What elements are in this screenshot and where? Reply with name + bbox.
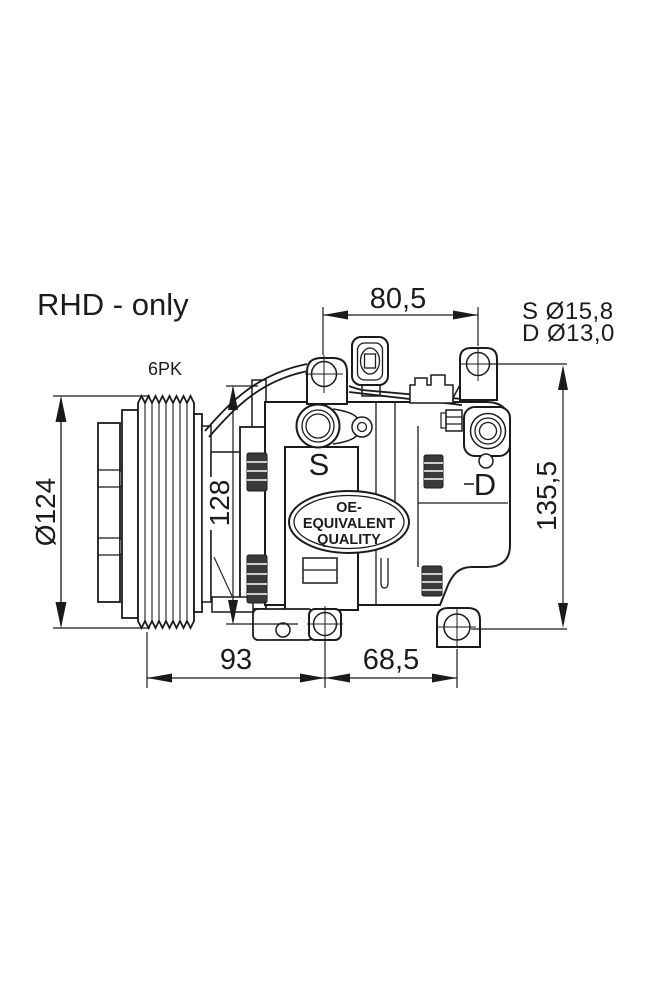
pulley-flange <box>193 413 203 613</box>
harness-right-upper <box>348 385 463 400</box>
crosshair-icon <box>461 347 495 381</box>
mounting-lug-bottom-left <box>307 606 343 642</box>
arrow-left-icon <box>323 310 348 320</box>
dimension-label-mount-height: 135,5 <box>531 461 562 531</box>
arrow-down-icon <box>558 603 568 628</box>
arrow-right-icon <box>300 673 325 683</box>
connector-inner <box>356 342 384 381</box>
clutch-front-plate <box>121 409 139 619</box>
arrow-right-icon <box>453 310 478 320</box>
arrow-left-icon <box>147 673 172 683</box>
wiring-harness <box>204 363 463 438</box>
dimension-label-pulley-diameter: Ø124 <box>30 478 61 547</box>
clutch-hub-segments <box>98 469 120 556</box>
oe-quality-badge: OE- EQUIVALENT QUALITY <box>288 490 410 554</box>
connector-pin <box>363 353 377 369</box>
tick-lines <box>226 385 298 625</box>
bolt-rear-bottom-threads <box>422 573 442 591</box>
bracket-hole <box>275 622 291 638</box>
suction-port-spec: S Ø15,8 <box>522 298 614 325</box>
dimension-bottom-row: 93 68,5 <box>146 632 458 688</box>
discharge-port-label: D <box>474 467 496 502</box>
bolt-front-top-threads <box>247 461 267 481</box>
arrow-right-icon <box>432 673 457 683</box>
crosshair-icon <box>438 607 476 647</box>
dimension-pulley-diameter: Ø124 <box>30 395 150 629</box>
reference-lines <box>471 363 567 630</box>
bolt-rear-top-threads <box>424 462 443 480</box>
badge-oval-outer <box>288 490 410 554</box>
boss-bolt-hole <box>478 453 494 469</box>
suction-port-outer <box>295 403 341 449</box>
arrow-left-icon <box>325 673 350 683</box>
badge-text-line2: EQUIVALENT <box>303 516 396 532</box>
belt-type-label: 6PK <box>148 359 182 379</box>
harness-tube-upper <box>204 363 308 432</box>
crosshair-icon <box>305 355 343 393</box>
mounting-lug-top-right <box>452 347 498 406</box>
mounting-lug-bottom-right <box>436 607 481 648</box>
electrical-connector <box>351 336 389 397</box>
arrow-up-icon <box>55 396 67 422</box>
clutch-hub-plate <box>97 422 121 603</box>
crosshair-icon <box>307 606 343 642</box>
dimension-label-bottom-left: 93 <box>220 644 252 676</box>
badge-oval-inner <box>293 494 405 550</box>
dimension-label-body-height: 128 <box>204 480 235 527</box>
through-bolts <box>246 452 444 604</box>
bolt-front-bottom-threads <box>247 563 267 595</box>
arrow-up-icon <box>228 385 238 410</box>
discharge-port-spec: D Ø13,0 <box>522 320 615 347</box>
harness-tube-lower <box>208 370 309 438</box>
arrow-up-icon <box>558 365 568 390</box>
leader-line <box>213 556 233 597</box>
boss-eyelet-hole <box>356 421 368 433</box>
mounting-lug-top-left <box>305 355 348 405</box>
discharge-port-outer <box>469 412 507 450</box>
pulley-rib-lines <box>144 403 188 621</box>
dimension-reference-lines <box>53 395 150 629</box>
suction-port-label: S <box>309 447 330 482</box>
connector-shell <box>351 336 389 386</box>
dimension-label-top-width: 80,5 <box>370 283 426 315</box>
suction-port-boss <box>295 403 373 449</box>
bolt-rear-bottom <box>421 565 443 597</box>
lug-flare <box>452 384 462 406</box>
boss-eyelet <box>351 416 373 438</box>
bolt-front-top <box>246 452 268 492</box>
suction-port-ring <box>301 409 335 443</box>
dimension-body-height: 128 <box>204 385 298 625</box>
label-mask <box>204 477 231 530</box>
extension-lines <box>146 632 458 688</box>
stud-nut-lines <box>446 416 462 425</box>
arrow-down-icon <box>55 602 67 628</box>
discharge-port-bore <box>478 421 498 441</box>
stud-nut <box>445 409 463 432</box>
dimension-top-width: 80,5 <box>322 283 479 355</box>
harness-clamp <box>409 374 454 404</box>
discharge-port-ring <box>474 417 502 445</box>
dimension-mount-height: 135,5 <box>471 363 568 630</box>
drawing-title: RHD - only <box>37 287 189 322</box>
body-slot <box>380 558 389 589</box>
dimension-label-bottom-right: 68,5 <box>363 644 419 676</box>
suction-port-bore <box>305 413 331 439</box>
badge-text-line3: QUALITY <box>317 532 381 548</box>
connector-socket <box>359 347 381 375</box>
badge-text-line1: OE- <box>336 500 362 516</box>
bolt-front-bottom <box>246 554 268 604</box>
discharge-port-boss <box>440 406 511 469</box>
arrow-down-icon <box>228 600 238 625</box>
